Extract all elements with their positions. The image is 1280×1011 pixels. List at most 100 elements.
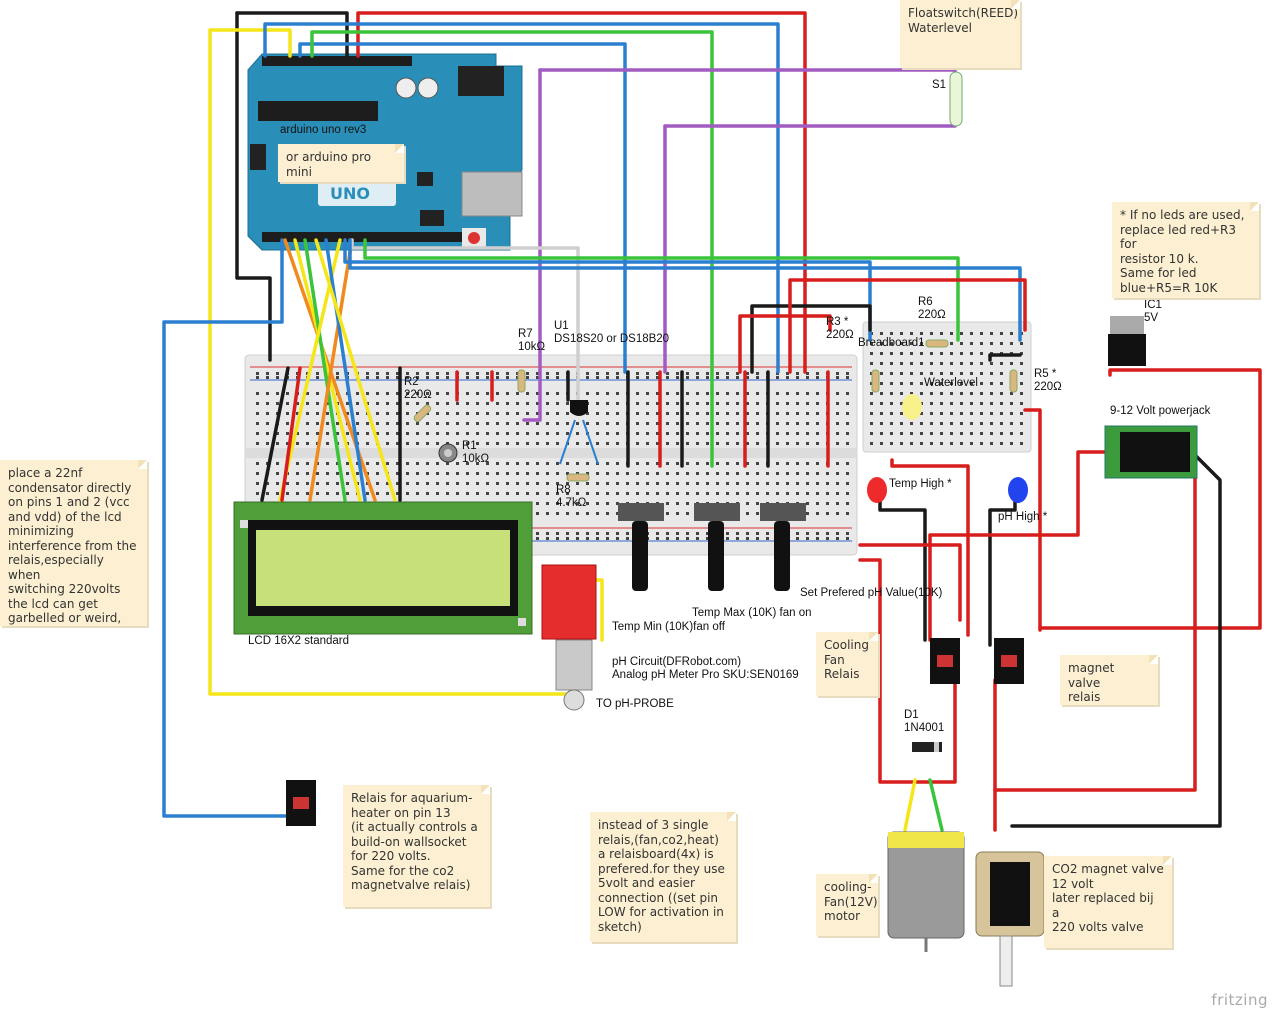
breadboard-hole: [386, 482, 389, 485]
breadboard-hole: [496, 392, 499, 395]
breadboard-hole: [806, 442, 809, 445]
breadboard-hole: [706, 482, 709, 485]
breadboard-hole: [546, 537, 549, 540]
breadboard-hole: [306, 392, 309, 395]
breadboard-hole: [716, 376, 719, 379]
note-cooling-fan-relais: Cooling Fan Relais: [816, 632, 878, 696]
breadboard-hole: [836, 537, 839, 540]
breadboard-hole: [816, 392, 819, 395]
breadboard-hole: [566, 512, 569, 515]
breadboard-hole: [870, 342, 873, 345]
breadboard-hole: [676, 432, 679, 435]
breadboard-hole: [586, 492, 589, 495]
breadboard-hole: [870, 402, 873, 405]
breadboard-hole: [666, 432, 669, 435]
breadboard-hole: [436, 492, 439, 495]
breadboard-hole: [586, 376, 589, 379]
breadboard-hole: [586, 422, 589, 425]
breadboard-hole: [606, 412, 609, 415]
breadboard-hole: [880, 432, 883, 435]
breadboard-hole: [696, 422, 699, 425]
breadboard-hole: [396, 492, 399, 495]
breadboard-hole: [606, 422, 609, 425]
breadboard-hole: [706, 537, 709, 540]
resistor-r6: [925, 339, 949, 348]
breadboard-hole: [880, 392, 883, 395]
breadboard-hole: [806, 492, 809, 495]
wire-black-supply: [750, 304, 872, 374]
breadboard-hole: [436, 376, 439, 379]
breadboard-hole: [506, 372, 509, 375]
breadboard-hole: [326, 462, 329, 465]
breadboard-hole: [436, 392, 439, 395]
breadboard-hole: [880, 382, 883, 385]
breadboard-hole: [736, 472, 739, 475]
breadboard-hole: [636, 472, 639, 475]
breadboard-hole: [920, 332, 923, 335]
breadboard-hole: [286, 482, 289, 485]
breadboard-hole: [696, 482, 699, 485]
breadboard-hole: [466, 392, 469, 395]
breadboard-hole: [950, 342, 953, 345]
breadboard-hole: [920, 432, 923, 435]
breadboard-hole: [726, 392, 729, 395]
breadboard-hole: [296, 412, 299, 415]
breadboard-hole: [736, 432, 739, 435]
breadboard-hole: [736, 482, 739, 485]
breadboard-hole: [526, 492, 529, 495]
breadboard-hole: [466, 442, 469, 445]
breadboard-hole: [446, 442, 449, 445]
breadboard-hole: [556, 482, 559, 485]
breadboard-hole: [386, 376, 389, 379]
breadboard-hole: [486, 432, 489, 435]
breadboard-hole: [736, 492, 739, 495]
breadboard-hole: [816, 402, 819, 405]
breadboard-hole: [990, 392, 993, 395]
breadboard-hole: [676, 492, 679, 495]
breadboard-hole: [656, 472, 659, 475]
breadboard-hole: [256, 402, 259, 405]
breadboard-hole: [606, 376, 609, 379]
breadboard-hole: [826, 512, 829, 515]
breadboard-hole: [276, 432, 279, 435]
breadboard-hole: [930, 372, 933, 375]
breadboard-hole: [880, 362, 883, 365]
breadboard-hole: [276, 442, 279, 445]
wire-yellow-3: [314, 238, 397, 502]
breadboard-hole: [556, 472, 559, 475]
breadboard-hole: [376, 392, 379, 395]
breadboard-hole: [910, 422, 913, 425]
breadboard-hole: [446, 372, 449, 375]
breadboard-hole: [316, 472, 319, 475]
breadboard-hole: [646, 422, 649, 425]
breadboard-hole: [506, 472, 509, 475]
breadboard-hole: [846, 376, 849, 379]
breadboard-hole: [596, 482, 599, 485]
breadboard-hole: [960, 342, 963, 345]
breadboard-hole: [900, 442, 903, 445]
breadboard-hole: [796, 412, 799, 415]
breadboard-hole: [316, 422, 319, 425]
breadboard-hole: [476, 422, 479, 425]
breadboard-hole: [456, 462, 459, 465]
breadboard-hole: [686, 472, 689, 475]
breadboard-hole: [990, 402, 993, 405]
breadboard-hole: [970, 432, 973, 435]
breadboard-hole: [526, 442, 529, 445]
breadboard-hole: [846, 432, 849, 435]
breadboard-hole: [796, 432, 799, 435]
breadboard-hole: [406, 472, 409, 475]
breadboard-hole: [1000, 422, 1003, 425]
breadboard-hole: [346, 402, 349, 405]
breadboard-hole: [890, 382, 893, 385]
pot-tempmin: [618, 503, 664, 591]
breadboard-hole: [930, 362, 933, 365]
breadboard-hole: [756, 502, 759, 505]
lcd-module: [233, 501, 533, 635]
breadboard-hole: [306, 442, 309, 445]
label-r6: R6 220Ω: [918, 296, 946, 321]
pot-ph: [760, 503, 806, 591]
breadboard-hole: [920, 422, 923, 425]
breadboard-hole: [396, 392, 399, 395]
breadboard-hole: [1020, 382, 1023, 385]
